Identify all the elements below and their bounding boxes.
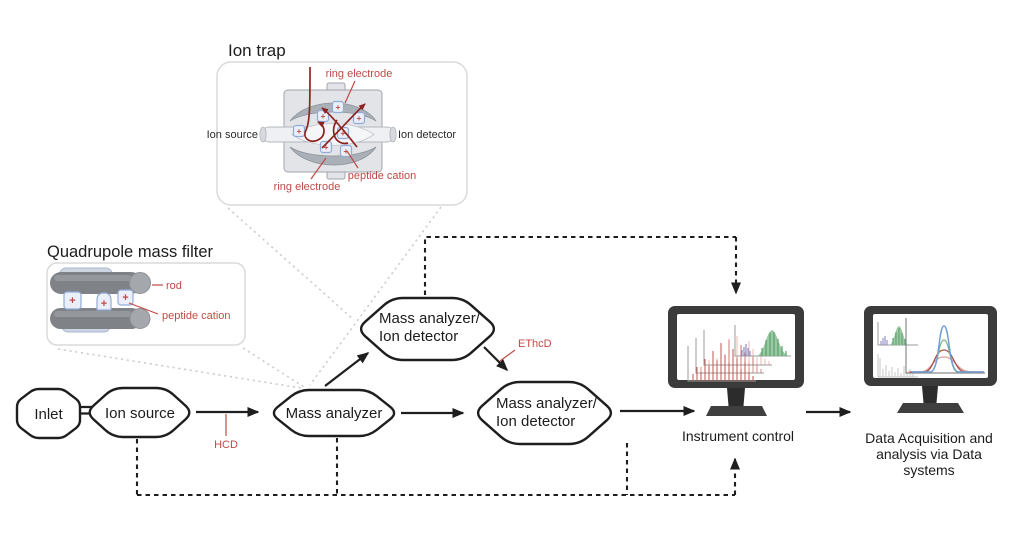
trap-peptide-cation-leader: [346, 150, 359, 169]
dotted-line-iontrap-to-analyzer1: [309, 206, 442, 386]
ethcd-leader: [499, 349, 516, 362]
plus-sign: +: [341, 128, 346, 138]
ion-trap-inset: Ion trap + + +: [207, 41, 468, 206]
quad-peptide-cation-label: peptide cation: [162, 310, 231, 322]
ring-electrode-bottom-label: ring electrode: [274, 181, 341, 193]
cation: [331, 100, 345, 114]
monitor-data-systems: Data Acquisition and analysis via Data s…: [864, 306, 997, 478]
hcd-label: HCD: [214, 439, 238, 451]
ion-source-label: Ion source: [105, 405, 175, 422]
plus-sign: +: [321, 111, 326, 121]
ring-electrode-top-leader: [344, 80, 356, 104]
purple-peaks: [741, 344, 751, 356]
trap-peptide-cation-label: peptide cation: [348, 170, 417, 182]
arrow-analyzer-to-detector-top: [324, 352, 370, 387]
instrument-control-label: Instrument control: [682, 428, 794, 444]
rod-bottom-highlight: [54, 311, 132, 317]
data-systems-label-3: systems: [903, 462, 954, 478]
monitor1-spectra: [687, 325, 791, 382]
green-peaks: [761, 332, 787, 356]
plus-sign: +: [297, 126, 302, 136]
node-inlet: [15, 387, 82, 440]
node-mass-analyzer: [272, 388, 396, 438]
ring-electrode-bottom-leader: [310, 157, 327, 180]
node-analyzer-detector-top: [359, 296, 496, 362]
dashed-top-run: [423, 235, 736, 295]
trap-ion-trajectories: [304, 66, 366, 149]
analyzer-detector-bottom-label-1: Mass analyzer/: [496, 395, 598, 412]
node-analyzer-detector-bottom: [476, 380, 613, 446]
ring-electrode-top-label: ring electrode: [326, 68, 393, 80]
cation: [292, 124, 306, 138]
plus-sign: +: [122, 292, 128, 304]
plus-sign: +: [336, 102, 341, 112]
green-peaks: [892, 328, 906, 345]
mass-analyzer-label: Mass analyzer: [286, 405, 383, 422]
plus-sign: +: [324, 142, 329, 152]
monitor2-base: [897, 403, 964, 413]
darkred-curve: [910, 349, 982, 373]
monitor1-neck: [727, 388, 745, 406]
red-spectrum-front: [692, 343, 754, 381]
trap-ion-detector-label: Ion detector: [398, 129, 456, 141]
trap-left-cap: [259, 126, 267, 143]
dotted-line-quadrupole-right: [242, 347, 305, 388]
cation: [117, 289, 134, 306]
monitor1-screen: [677, 314, 795, 380]
trap-center-lens: [291, 123, 375, 146]
inset-connector-lines: [57, 206, 442, 389]
node-ion-source: [88, 386, 191, 439]
rod-bottom-cap: [129, 308, 151, 329]
ion-path-3: [332, 119, 349, 145]
ethcd-label: EThcD: [518, 338, 552, 350]
ion-path-2: [321, 107, 358, 148]
ion-trap-title: Ion trap: [228, 41, 286, 60]
arrow-ethcd: [483, 346, 509, 372]
gray-spectrum-axis: [877, 354, 918, 378]
flow-diagram: HCD EThcD Inlet Ion source Mass analyzer…: [15, 296, 852, 451]
curve-panel-axis: [905, 318, 985, 374]
dotted-line-iontrap-to-analyzer2: [227, 207, 355, 321]
cation: [96, 292, 112, 311]
quadrupole-inset: Quadrupole mass filter + + + rod peptide…: [46, 243, 246, 346]
plus-sign: +: [69, 295, 75, 307]
cation: [319, 140, 333, 154]
trap-ring-electrode-bottom: [289, 146, 377, 166]
rod-label: rod: [166, 280, 182, 292]
ion-path-1: [321, 103, 366, 149]
cation: [352, 111, 366, 125]
monitor2-charts: [877, 318, 985, 378]
dotted-line-quadrupole-left: [57, 348, 302, 389]
trap-right-cap: [389, 126, 397, 143]
quadrupole-title: Quadrupole mass filter: [47, 243, 213, 261]
data-systems-label-1: Data Acquisition and: [865, 430, 993, 446]
purple-peaks: [880, 336, 888, 345]
plus-sign: +: [344, 146, 349, 156]
quadrupole-schematic: + + +: [50, 267, 151, 333]
monitor1-base: [706, 406, 767, 416]
data-systems-label-2: analysis via Data: [876, 446, 982, 462]
plus-sign: +: [357, 113, 362, 123]
analyzer-detector-bottom-label-2: Ion detector: [496, 413, 575, 430]
control-dashed-lines: [135, 235, 741, 497]
inlet-label: Inlet: [34, 406, 63, 423]
cation: [63, 291, 82, 310]
rod-top-cap: [129, 272, 151, 294]
quad-peptide-cation-leader: [128, 302, 159, 315]
ion-entry-arrow: [304, 66, 325, 143]
ion-trap-schematic: + + + + + + +: [259, 66, 397, 180]
monitor-instrument-control: Instrument control: [668, 306, 804, 444]
trap-ion-source-label: Ion source: [207, 129, 258, 141]
pink-curve: [908, 356, 983, 373]
plus-sign: +: [101, 298, 107, 310]
blue-curve: [912, 325, 984, 373]
rod-top-highlight: [54, 275, 132, 281]
analyzer-detector-top-label-1: Mass analyzer/: [379, 310, 481, 327]
monitor2-neck: [922, 386, 938, 403]
trap-ring-electrode-top: [289, 102, 377, 122]
analyzer-detector-top-label-2: Ion detector: [379, 328, 458, 345]
